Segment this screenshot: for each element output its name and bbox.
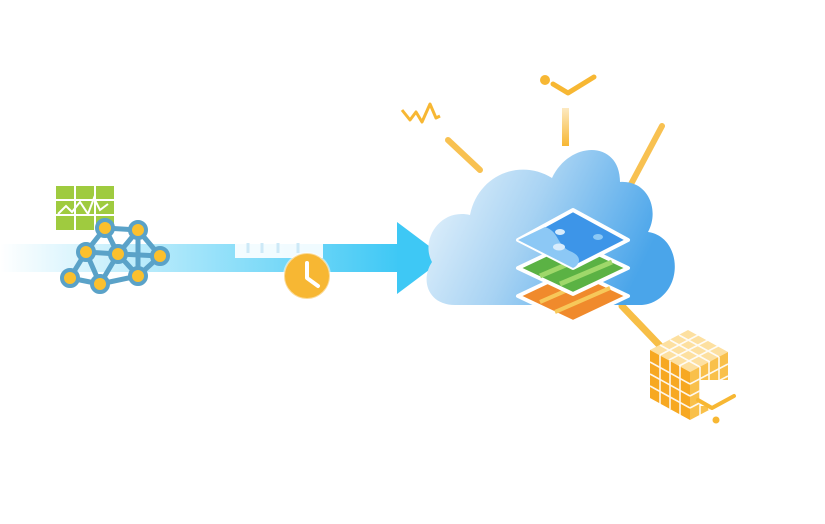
- table-grid-icon: [56, 186, 114, 230]
- connection-rays: [445, 108, 670, 356]
- vector-line-icon: [540, 74, 597, 96]
- voxel-cube-icon: [649, 330, 736, 424]
- data-flow-arrow: [0, 222, 445, 294]
- map-layers-icon: [516, 208, 630, 324]
- time-series-icon: [400, 102, 441, 124]
- clock-icon: [283, 252, 331, 300]
- network-nodes: [60, 218, 170, 294]
